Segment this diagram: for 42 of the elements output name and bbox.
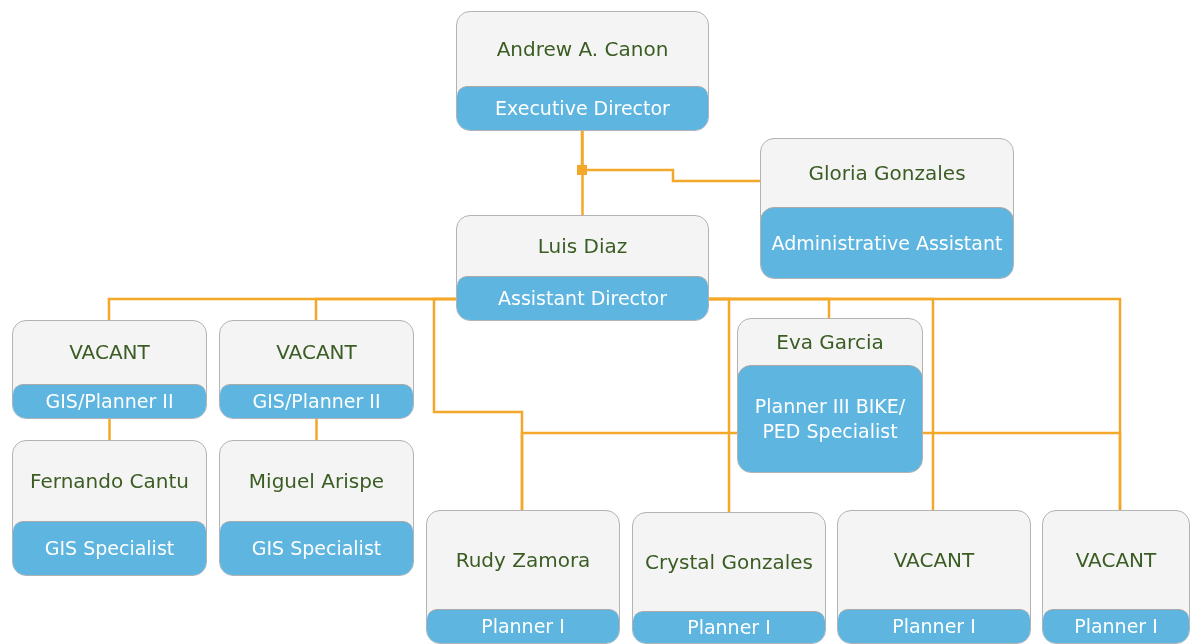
job-title: GIS/Planner II: [220, 384, 413, 418]
org-card: [12, 320, 207, 419]
person-name: Miguel Arispe: [248, 468, 385, 494]
org-card: [219, 440, 414, 576]
person-name: Andrew A. Canon: [496, 36, 669, 62]
org-card: [219, 320, 414, 419]
job-title: Planner I: [838, 609, 1030, 643]
org-card: [737, 318, 923, 473]
org-card: [456, 215, 709, 321]
job-title: Assistant Director: [457, 276, 708, 320]
job-title: GIS/Planner II: [13, 384, 206, 418]
person-name: VACANT: [893, 547, 975, 573]
person-name: VACANT: [1075, 547, 1157, 573]
job-title: Administrative Assistant: [761, 207, 1013, 278]
org-card: [837, 510, 1031, 644]
org-card: [632, 512, 826, 644]
job-title: Planner I: [1043, 609, 1189, 643]
person-name: Gloria Gonzales: [808, 160, 966, 186]
connector-line: [581, 131, 584, 215]
person-name: Crystal Gonzales: [645, 549, 813, 575]
connector-line: [580, 131, 760, 183]
connector-line: [923, 431, 1122, 510]
connector-line: [108, 419, 111, 440]
person-name: Luis Diaz: [537, 233, 628, 259]
org-card: [456, 11, 709, 131]
person-name: Rudy Zamora: [455, 547, 591, 573]
job-title: Planner I: [633, 611, 825, 643]
job-title: GIS Specialist: [13, 521, 206, 575]
person-name: Eva Garcia: [776, 329, 884, 355]
job-title: Planner III BIKE/ PED Specialist: [738, 365, 922, 472]
job-title: Executive Director: [457, 86, 708, 130]
org-card: [1042, 510, 1190, 644]
person-name: VACANT: [276, 340, 357, 365]
job-title: Planner I: [427, 609, 619, 643]
org-card: [760, 138, 1014, 279]
connector-line: [520, 431, 737, 510]
job-title: GIS Specialist: [220, 521, 413, 575]
org-card: [426, 510, 620, 644]
org-card: [12, 440, 207, 576]
person-name: Fernando Cantu: [30, 468, 189, 494]
person-name: VACANT: [69, 340, 150, 365]
connector-line: [315, 419, 318, 440]
